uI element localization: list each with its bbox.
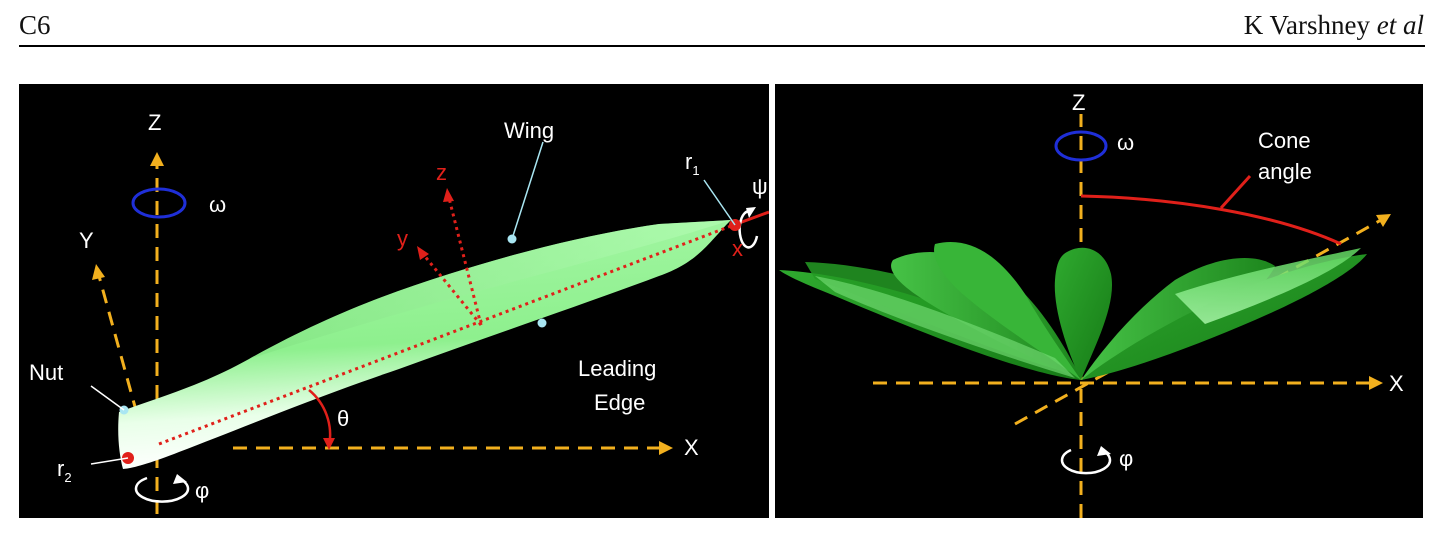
label-x: X xyxy=(1389,371,1404,396)
label-leading-edge-2: Edge xyxy=(594,390,645,415)
label-z: Z xyxy=(1072,90,1085,115)
local-z-arrowhead xyxy=(443,188,454,202)
label-x-local: x xyxy=(732,236,743,261)
label-z: Z xyxy=(148,110,161,135)
label-z-local: z xyxy=(436,160,447,185)
label-omega: ω xyxy=(1117,130,1134,155)
left-figure-panel: Z ω Y Wing r1 ψ x z y Nut Leading Edge θ… xyxy=(19,84,769,518)
label-wing: Wing xyxy=(504,118,554,143)
label-r1: r1 xyxy=(685,149,700,178)
right-figure-svg: Z ω Cone angle X φ xyxy=(779,90,1404,518)
local-z-axis xyxy=(447,197,483,326)
r2-leader-line xyxy=(90,457,129,465)
label-y: Y xyxy=(79,228,94,253)
wing-shape xyxy=(118,220,731,469)
header-authors: K Varshney et al xyxy=(1244,10,1424,41)
local-y-arrowhead xyxy=(417,246,429,260)
rotor-petals xyxy=(779,242,1367,380)
header-section-label: C6 xyxy=(19,10,51,40)
theta-arc-arrow xyxy=(323,438,335,450)
label-y-local: y xyxy=(397,226,408,251)
y-axis xyxy=(92,264,139,415)
phi-rotation-icon xyxy=(134,474,190,503)
label-r2: r2 xyxy=(57,456,72,485)
phi-rotation-icon xyxy=(1060,446,1112,475)
cone-angle-leader xyxy=(1219,174,1252,210)
omega-rotation-ellipse xyxy=(1054,130,1108,162)
label-omega: ω xyxy=(209,192,226,217)
r1-leader-line xyxy=(703,179,736,226)
psi-rotation-icon xyxy=(738,207,759,249)
right-figure-panel: Z ω Cone angle X φ xyxy=(775,84,1423,518)
label-leading-edge-1: Leading xyxy=(578,356,656,381)
label-psi: ψ xyxy=(752,174,768,199)
label-cone-2: angle xyxy=(1258,159,1312,184)
left-figure-svg: Z ω Y Wing r1 ψ x z y Nut Leading Edge θ… xyxy=(29,110,769,514)
nut-leader-line xyxy=(90,385,125,411)
leading-edge-marker xyxy=(537,318,547,328)
omega-rotation-ellipse xyxy=(131,187,187,219)
header-rule xyxy=(19,45,1425,47)
x-axis xyxy=(873,376,1383,390)
label-phi: φ xyxy=(1119,446,1133,471)
label-cone-1: Cone xyxy=(1258,128,1311,153)
label-nut: Nut xyxy=(29,360,63,385)
x-axis xyxy=(233,441,673,455)
label-theta: θ xyxy=(337,406,349,431)
wing-leader-line xyxy=(511,141,544,240)
cone-angle-arc xyxy=(1080,194,1342,246)
label-phi: φ xyxy=(195,478,209,503)
header-et-al: et al xyxy=(1376,10,1424,40)
header-author-name: K Varshney xyxy=(1243,10,1370,40)
label-x: X xyxy=(684,435,699,460)
local-y-axis xyxy=(421,253,483,326)
